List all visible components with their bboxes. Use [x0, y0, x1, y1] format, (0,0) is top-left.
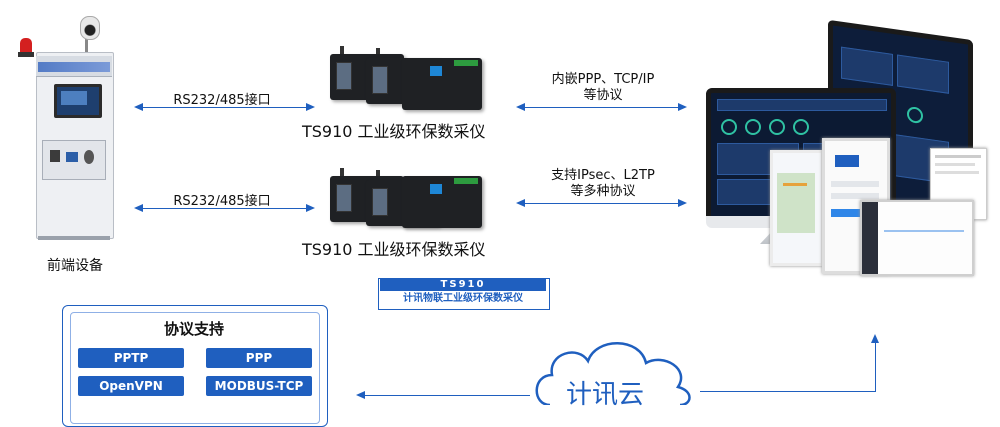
protocol-tag-ppp: PPP: [206, 348, 312, 368]
arrowhead-right-icon: [306, 103, 315, 111]
badge-model: TS910: [380, 279, 546, 291]
antenna-icon: [340, 46, 344, 54]
cabinet-stripe: [38, 62, 110, 72]
arrowhead-right-icon: [306, 204, 315, 212]
front-device-label: 前端设备: [47, 258, 103, 274]
cabinet-port-icon: [66, 152, 78, 162]
alarm-beacon-icon: [20, 38, 32, 54]
cloud-icon: [535, 342, 691, 405]
ts910-device-unit: [402, 58, 482, 110]
alarm-beacon-base: [18, 52, 34, 57]
arrowhead-left-icon: [516, 103, 525, 111]
badge-name: 计讯物联工业级环保数采仪: [403, 293, 523, 304]
link-label-bottom-right-line2: 等多种协议: [570, 184, 636, 199]
cabinet-port-icon: [50, 150, 60, 162]
link-label-bottom-left: RS232/485接口: [173, 194, 271, 209]
link-label-bottom-right-line1: 支持IPsec、L2TP: [551, 168, 655, 183]
arrowhead-right-icon: [678, 199, 687, 207]
device-name-top: TS910 工业级环保数采仪: [302, 122, 486, 141]
antenna-icon: [340, 168, 344, 176]
link-label-top-right-line2: 等协议: [583, 88, 623, 103]
arrowhead-left-icon: [356, 391, 365, 399]
protocol-tag-pptp: PPTP: [78, 348, 184, 368]
arrow-line-up: [875, 342, 876, 392]
cabinet-screen: [54, 84, 102, 118]
arrow-line-cloud-left: [364, 395, 530, 396]
arrowhead-left-icon: [134, 103, 143, 111]
camera-icon: [80, 16, 100, 40]
antenna-icon: [376, 48, 380, 56]
arrow-line-top-left: [140, 107, 308, 108]
arrowhead-left-icon: [516, 199, 525, 207]
tablet-map-screen: [770, 150, 824, 266]
product-badge: [378, 278, 550, 310]
laptop-chart-screen: [860, 200, 974, 276]
arrow-line-bottom-left: [140, 208, 308, 209]
cloud-label: 计讯云: [566, 380, 645, 410]
antenna-icon: [376, 170, 380, 178]
protocol-tag-modbus-tcp: MODBUS-TCP: [206, 376, 312, 396]
arrow-line-cloud-right: [700, 391, 876, 392]
arrow-line-top-right: [522, 107, 680, 108]
link-label-bottom-right: 支持IPsec、L2TP 等多种协议: [520, 168, 686, 200]
link-label-top-right-line1: 内嵌PPP、TCP/IP: [551, 72, 655, 87]
camera-pole: [85, 26, 88, 54]
protocol-box-title: 协议支持: [163, 320, 224, 338]
arrow-line-bottom-right: [522, 203, 680, 204]
arrowhead-left-icon: [134, 204, 143, 212]
arrowhead-up-icon: [871, 334, 879, 343]
link-label-top-left: RS232/485接口: [173, 93, 271, 108]
protocol-tag-openvpn: OpenVPN: [78, 376, 184, 396]
device-name-bottom: TS910 工业级环保数采仪: [302, 240, 486, 259]
cabinet-knob-icon: [84, 150, 94, 164]
arrowhead-right-icon: [678, 103, 687, 111]
link-label-top-right: 内嵌PPP、TCP/IP 等协议: [520, 72, 686, 104]
cabinet-base: [38, 236, 110, 240]
ts910-device-unit: [402, 176, 482, 228]
